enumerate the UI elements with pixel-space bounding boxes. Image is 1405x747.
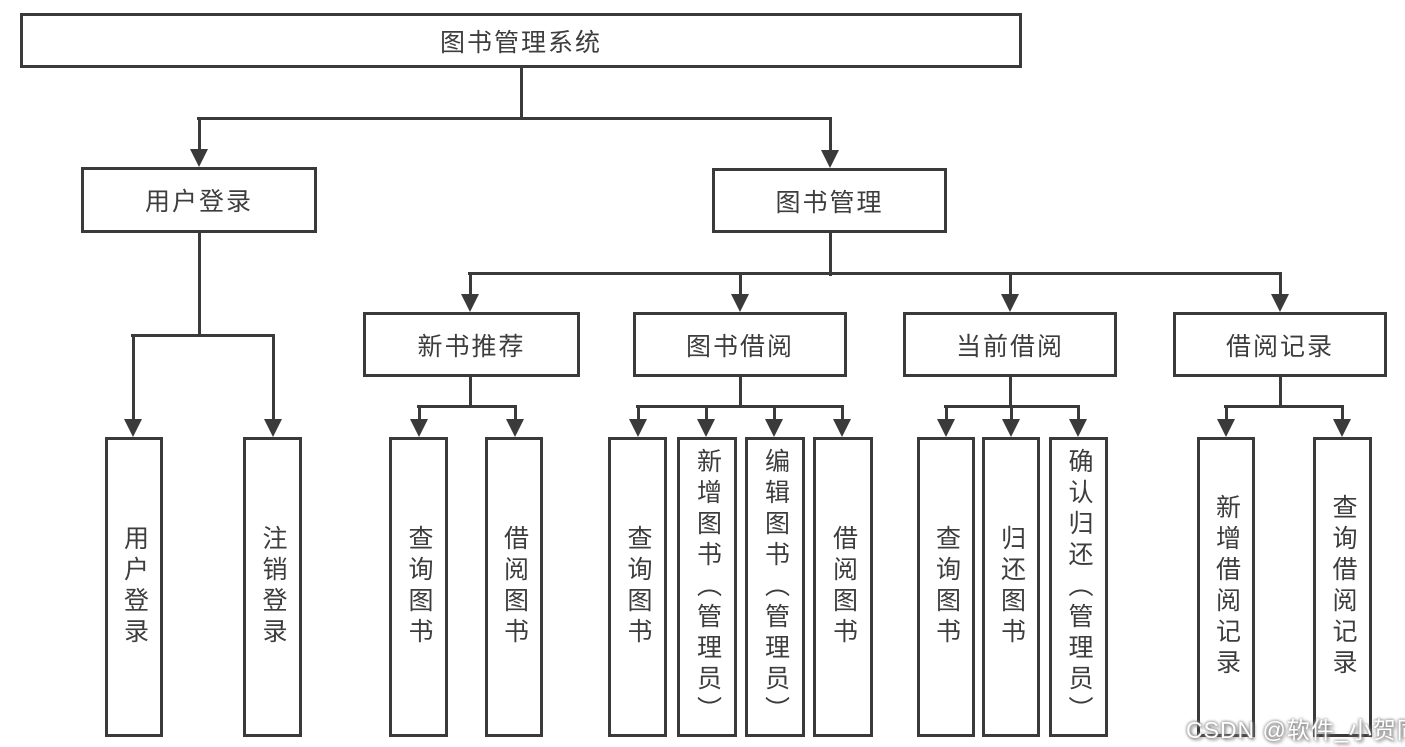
- watermark: CSDN @软件_小贺同学: [1186, 717, 1405, 743]
- connector-vline: [197, 118, 201, 153]
- arrowhead-down-icon: [765, 419, 783, 437]
- arrowhead-down-icon: [1069, 419, 1087, 437]
- node-label: 借阅图书: [829, 525, 858, 649]
- node-label: 归还图书: [997, 525, 1026, 649]
- node-current-borrowing: 当前借阅: [903, 312, 1117, 377]
- leaf-edit-book-admin: 编辑图书（管理员）: [745, 437, 805, 737]
- arrowhead-down-icon: [629, 419, 647, 437]
- connector-vline: [197, 233, 201, 337]
- node-label: 图书借阅: [685, 332, 794, 361]
- connector-vline: [1008, 377, 1012, 408]
- connector-vline: [1278, 377, 1282, 408]
- node-library-system: 图书管理系统: [20, 13, 1022, 68]
- leaf-add-book-admin: 新增图书（管理员）: [677, 437, 737, 737]
- connector-vline: [1224, 405, 1228, 421]
- node-label: 当前借阅: [955, 332, 1064, 361]
- node-new-book-recommendation: 新书推荐: [363, 312, 580, 377]
- arrowhead-down-icon: [821, 150, 839, 168]
- node-label: 查询图书: [405, 525, 433, 649]
- node-label: 新书推荐: [417, 332, 526, 361]
- arrowhead-down-icon: [1333, 419, 1351, 437]
- arrowhead-down-icon: [190, 149, 208, 167]
- node-label: 查询图书: [932, 525, 961, 649]
- leaf-borrow-book: 借阅图书: [813, 437, 873, 737]
- node-label: 新增图书（管理员）: [693, 447, 722, 727]
- connector-hline: [944, 404, 1080, 408]
- leaf-query-book-borrowing: 查询图书: [608, 437, 667, 737]
- leaf-query-book-current: 查询图书: [917, 437, 975, 737]
- node-label: 确认归还（管理员）: [1065, 447, 1093, 727]
- node-label: 用户登录: [144, 188, 253, 216]
- connector-vline: [828, 118, 832, 153]
- connector-hline: [197, 116, 832, 120]
- connector-vline: [1278, 272, 1282, 297]
- connector-hline: [468, 271, 1282, 275]
- node-label: 新增借阅记录: [1212, 494, 1241, 680]
- leaf-query-borrow-record: 查询借阅记录: [1313, 437, 1372, 737]
- arrowhead-down-icon: [937, 419, 955, 437]
- node-label: 查询借阅记录: [1329, 494, 1357, 680]
- arrowhead-down-icon: [1271, 294, 1289, 312]
- leaf-query-book-recommend: 查询图书: [389, 437, 448, 737]
- connector-vline: [468, 272, 472, 297]
- leaf-add-borrow-record: 新增借阅记录: [1197, 437, 1255, 737]
- connector-hline: [131, 333, 275, 337]
- arrowhead-down-icon: [1002, 419, 1020, 437]
- connector-vline: [468, 377, 472, 408]
- leaf-user-login: 用户登录: [105, 437, 163, 737]
- connector-vline: [1340, 405, 1344, 421]
- arrowhead-down-icon: [264, 419, 282, 437]
- connector-vline: [519, 68, 523, 120]
- connector-vline: [417, 405, 421, 421]
- node-label: 编辑图书（管理员）: [761, 447, 790, 727]
- connector-vline: [1009, 405, 1013, 421]
- arrowhead-down-icon: [124, 419, 142, 437]
- node-label: 查询图书: [624, 525, 652, 649]
- arrowhead-down-icon: [461, 294, 479, 312]
- leaf-confirm-return-admin: 确认归还（管理员）: [1049, 437, 1108, 737]
- connector-hline: [417, 404, 517, 408]
- arrowhead-down-icon: [833, 419, 851, 437]
- arrowhead-down-icon: [506, 419, 524, 437]
- connector-hline: [1224, 404, 1344, 408]
- arrowhead-down-icon: [1217, 419, 1235, 437]
- arrowhead-down-icon: [697, 419, 715, 437]
- leaf-borrow-book-recommend: 借阅图书: [485, 437, 543, 737]
- connector-vline: [828, 233, 832, 276]
- arrowhead-down-icon: [1001, 294, 1019, 312]
- connector-vline: [704, 405, 708, 421]
- node-label: 借阅图书: [500, 525, 529, 649]
- connector-vline: [271, 334, 275, 422]
- arrowhead-down-icon: [410, 419, 428, 437]
- node-label: 用户登录: [120, 525, 149, 649]
- connector-hline: [636, 404, 844, 408]
- connector-vline: [738, 377, 742, 408]
- connector-vline: [131, 334, 135, 422]
- connector-vline: [944, 405, 948, 421]
- connector-vline: [772, 405, 776, 421]
- connector-vline: [1076, 405, 1080, 421]
- node-label: 图书管理: [775, 188, 884, 217]
- connector-vline: [636, 405, 640, 421]
- connector-vline: [513, 405, 517, 421]
- node-user-login: 用户登录: [81, 167, 317, 233]
- node-label: 借阅记录: [1225, 332, 1334, 361]
- connector-vline: [840, 405, 844, 421]
- node-label: 图书管理系统: [439, 28, 602, 57]
- node-book-borrowing: 图书借阅: [633, 312, 847, 377]
- arrowhead-down-icon: [731, 294, 749, 312]
- connector-vline: [738, 272, 742, 297]
- node-label: 注销登录: [259, 525, 287, 649]
- node-borrowing-records: 借阅记录: [1173, 312, 1387, 377]
- connector-vline: [1008, 272, 1012, 297]
- node-book-management: 图书管理: [712, 168, 947, 233]
- leaf-return-book: 归还图书: [982, 437, 1040, 737]
- leaf-logout: 注销登录: [243, 437, 302, 737]
